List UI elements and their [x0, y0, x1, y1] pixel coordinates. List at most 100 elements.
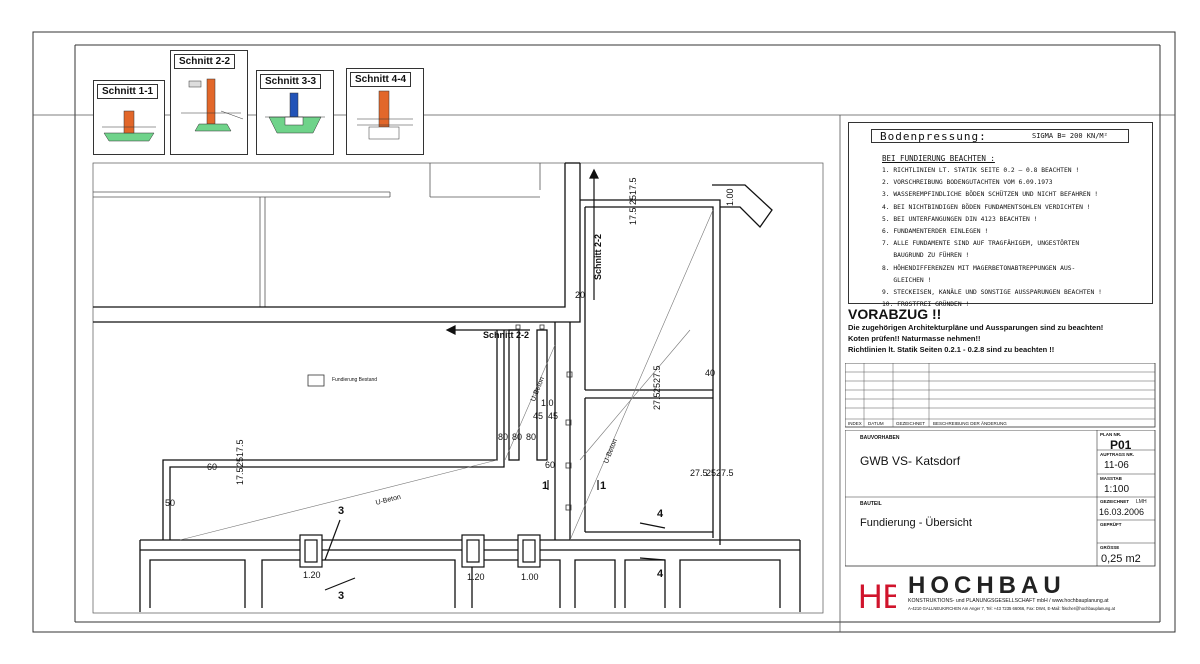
dimension-label: 17.5	[628, 177, 638, 195]
u-beton-diagonals	[179, 209, 714, 541]
section-4-4-label: Schnitt 4-4	[350, 72, 412, 87]
section-2-2-label: Schnitt 2-2	[174, 54, 236, 69]
dimension-label: 17.5	[235, 467, 245, 485]
fundierung-bestand-symbol	[307, 374, 325, 387]
section-1-1-drawing	[102, 110, 156, 142]
section-marker-3-bottom: 3	[338, 590, 345, 602]
note-item: 1. RICHTLINIEN LT. STATIK SEITE 0.2 – 0.…	[882, 167, 1080, 174]
note-item: 4. BEI NICHTBINDIGEN BÖDEN FUNDAMENTSOHL…	[882, 203, 1091, 211]
revision-header-index: INDEX	[848, 421, 862, 426]
bodenpressung-title: Bodenpressung:	[880, 130, 987, 143]
dimension-label: 27.5	[716, 468, 734, 478]
dimension-label: 40	[705, 368, 716, 378]
note-item: 2. VORSCHREIBUNG BODENGUTACHTEN VOM 6.09…	[882, 179, 1053, 187]
groesse-label: GRÖSSE	[1100, 545, 1120, 550]
dimension-label: 80	[526, 432, 537, 442]
section-2-2-thumbnail[interactable]: Schnitt 2-2	[170, 50, 248, 155]
dimension-label: 80	[498, 432, 509, 442]
note-item: 3. WASSEREMPFINDLICHE BÖDEN SCHÜTZEN UND…	[882, 191, 1099, 199]
section-cuts	[324, 168, 666, 591]
section-2-2-vertical-label: Schnitt 2-2	[593, 233, 603, 280]
company-block: HB HOCHBAU KONSTRUKTIONS- und PLANUNGSGE…	[848, 570, 1153, 622]
dimension-label: 27.5	[652, 392, 662, 410]
groesse-value: 0,25 m2	[1101, 553, 1141, 565]
datum-value: 16.03.2006	[1099, 507, 1145, 517]
gezeichnet-initials: LMH	[1136, 499, 1147, 505]
dimension-label: 25	[652, 382, 662, 393]
massstab-value: 1:100	[1104, 484, 1130, 495]
section-3-3-thumbnail[interactable]: Schnitt 3-3	[256, 70, 334, 155]
note-item: GLEICHEN !	[882, 276, 932, 284]
revision-table	[845, 363, 1156, 428]
geprueft-label: GEPRÜFT	[1100, 522, 1122, 527]
section-marker-1-left: 1	[542, 480, 549, 492]
section-3-3-drawing	[265, 92, 325, 134]
dimension-label: 17.5	[235, 439, 245, 457]
revision-header-gezeichnet: GEZEICHNET	[896, 421, 926, 426]
section-1-1-thumbnail[interactable]: Schnitt 1-1	[93, 80, 165, 155]
sigma-value: SIGMA B= 200 KN/M²	[1032, 132, 1108, 140]
vorabzug-line: Koten prüfen!! Naturmasse nehmen!!	[848, 334, 981, 343]
dimension-label: 1.00	[521, 572, 539, 582]
revision-header-datum: DATUM	[868, 421, 884, 426]
dimension-label: 45	[548, 411, 559, 421]
bauteil-value: Fundierung - Übersicht	[860, 517, 972, 529]
auftrags-nr-label: AUFTRAGS NR.	[1100, 452, 1134, 457]
dimension-label: 27.5	[690, 468, 708, 478]
dimension-label: 17.5	[628, 207, 638, 225]
section-4-4-drawing	[357, 90, 413, 140]
section-4-4-thumbnail[interactable]: Schnitt 4-4	[346, 68, 424, 155]
gezeichnet-label: GEZEICHNET	[1100, 499, 1130, 504]
dimension-label: 50	[165, 498, 176, 508]
vorabzug-line: Richtlinien lt. Statik Seiten 0.2.1 - 0.…	[848, 345, 1055, 354]
section-3-3-label: Schnitt 3-3	[260, 74, 322, 89]
dimension-label: 60	[207, 462, 218, 472]
section-marker-3-top: 3	[338, 505, 345, 517]
section-1-1-label: Schnitt 1-1	[97, 84, 159, 99]
foundation-strips	[93, 162, 801, 612]
dimension-label: 60	[545, 460, 556, 470]
notes-heading: BEI FUNDIERUNG BEACHTEN :	[882, 154, 995, 163]
note-item: BAUGRUND ZU FÜHREN !	[882, 252, 970, 260]
bauteil-label: BAUTEIL	[860, 501, 882, 507]
revision-header-beschreibung: BESCHREIBUNG DER ÄNDERUNG	[933, 421, 1007, 426]
title-block-grid	[845, 430, 1156, 567]
notes-list: 1. RICHTLINIEN LT. STATIK SEITE 0.2 – 0.…	[882, 167, 1150, 313]
bodenpressung-header: Bodenpressung: SIGMA B= 200 KN/M²	[871, 129, 1129, 143]
column-markers	[515, 324, 573, 511]
logo-letters: HB	[858, 578, 896, 616]
dimension-label: 1.0	[541, 398, 554, 408]
vorabzug-title: VORABZUG !!	[848, 306, 942, 322]
company-logo: HB	[858, 578, 896, 616]
dimension-label: 27.5	[652, 365, 662, 383]
note-item: 8. HÖHENDIFFERENZEN MIT MAGERBETONABTREP…	[882, 264, 1076, 272]
section-2-2-arrow-label: Schnitt 2-2	[483, 330, 530, 340]
section-marker-4-bottom: 4	[657, 568, 664, 580]
note-item: 6. FUNDAMENTERDER EINLEGEN !	[882, 227, 989, 235]
vorabzug-block: VORABZUG !! Die zugehörigen Architekturp…	[848, 306, 1153, 355]
dimension-label: 25	[235, 456, 245, 467]
dimension-label: 45	[533, 411, 544, 421]
note-item: 10. FROSTFREI GRÜNDEN !	[882, 301, 970, 309]
fundierung-bestand-label: Fundierung Bestand	[332, 377, 378, 383]
auftrags-nr-value: 11-06	[1104, 460, 1129, 471]
note-item: 5. BEI UNTERFANGUNGEN DIN 4123 BEACHTEN …	[882, 215, 1038, 223]
existing-walls	[93, 163, 541, 307]
bauvorhaben-value: GWB VS- Katsdorf	[860, 454, 961, 468]
outer-frame	[32, 31, 1176, 633]
notes-box: Bodenpressung: SIGMA B= 200 KN/M² BEI FU…	[848, 122, 1153, 308]
dimension-label: 1.20	[467, 572, 485, 582]
dimension-label: 25	[706, 468, 717, 478]
bauvorhaben-label: BAUVORHABEN	[860, 435, 900, 441]
massstab-label: MASSTAB	[1100, 476, 1122, 481]
company-name: HOCHBAU	[908, 572, 1066, 599]
dimension-label: 20	[575, 290, 586, 300]
dimension-label: 1.20	[303, 570, 321, 580]
plan-nr-value: P01	[1110, 438, 1132, 452]
note-item: 9. STECKEISEN, KANÄLE UND SONSTIGE AUSSP…	[882, 288, 1102, 296]
dimension-label: 25	[628, 194, 638, 205]
section-marker-4-top: 4	[657, 508, 664, 520]
dimension-label: 1.00	[725, 188, 735, 206]
